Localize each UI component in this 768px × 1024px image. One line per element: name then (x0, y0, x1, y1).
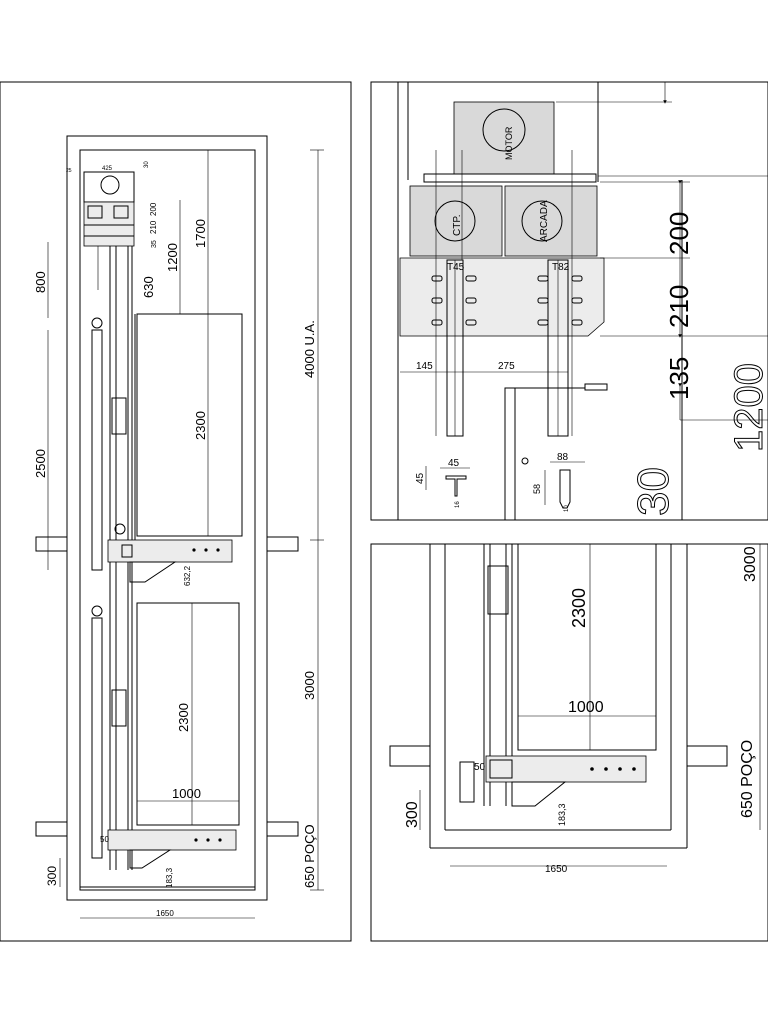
dim-25: 25 (66, 168, 72, 174)
dim-183: 183,3 (165, 867, 174, 888)
dim-425: 425 (102, 166, 113, 172)
motor-label: MOTOR (504, 126, 514, 160)
pit-detail-panel: 2300 3000 1000 50 300 183,3 650 POÇO 165… (370, 543, 768, 942)
dim-800: 800 (33, 271, 48, 293)
dim-1000-pit: 1000 (568, 699, 604, 716)
rail-bracket-plate (399, 257, 605, 337)
dim-88: 88 (557, 452, 569, 463)
dim-4000-ua: 4000 U.A. (302, 320, 317, 378)
dim-650-poco-pit: 650 POÇO (739, 740, 756, 818)
machine-room-detail-panel: MOTOR CTP. ARCADA T45 T82 (370, 81, 768, 521)
dim-2300-upper: 2300 (193, 411, 208, 440)
car-upper (136, 313, 243, 537)
dim-200-right: 200 (664, 212, 694, 255)
dim-3000-pit: 3000 (742, 546, 759, 582)
car-bracket-upper (107, 539, 233, 583)
dim-1200-right: 1200 (727, 363, 768, 452)
dim-35: 35 (151, 240, 158, 248)
dim-3000: 3000 (302, 671, 317, 700)
dim-630: 630 (141, 276, 156, 298)
shaft-inner-wall (79, 149, 256, 891)
dim-650-poco: 650 POÇO (302, 824, 317, 888)
dim-135-right: 135 (664, 357, 694, 400)
machine-block (83, 171, 135, 247)
dim-30: 30 (144, 161, 150, 168)
car-pit-view (517, 543, 657, 751)
t45-label: T45 (447, 262, 465, 273)
dim-300-pit: 300 (404, 801, 421, 828)
dim-50-pit: 50 (474, 762, 486, 773)
dim-1000: 1000 (172, 786, 201, 801)
bolt-slots (431, 275, 583, 326)
top-right-panel-frame (370, 81, 768, 521)
arcada-box: ARCADA (504, 185, 598, 257)
counterweight-lower (91, 617, 103, 859)
shaft-outer-wall (66, 135, 268, 901)
left-elevation-panel: 425 30 25 200 210 35 1700 1200 630 800 4… (0, 81, 352, 942)
dim-50: 50 (100, 835, 109, 844)
counterweight-upper (91, 329, 103, 571)
rail-profile-t45: 45 45 16 (415, 458, 470, 508)
dim-210-right: 210 (664, 285, 694, 328)
dim-183-pit: 183,3 (557, 803, 567, 826)
dim-10: 10 (564, 505, 570, 512)
dim-300: 300 (45, 866, 59, 886)
car-lower (136, 602, 240, 826)
ctp-box: CTP. (409, 185, 503, 257)
dim-16: 16 (455, 501, 461, 508)
dim-58: 58 (532, 484, 542, 494)
dim-200: 200 (149, 202, 158, 216)
dim-1650: 1650 (156, 909, 174, 918)
left-panel-frame (0, 81, 352, 942)
dim-1700: 1700 (193, 219, 208, 248)
dim-2300-lower: 2300 (176, 703, 191, 732)
dim-30-right: 30 (629, 467, 678, 516)
ctp-label: CTP. (452, 215, 463, 237)
dim-210: 210 (149, 220, 158, 234)
car-bracket-lower (107, 829, 237, 869)
dim-632: 632,2 (183, 565, 192, 586)
arcada-label: ARCADA (539, 200, 550, 242)
t82-label: T82 (552, 262, 570, 273)
dim-2500: 2500 (33, 449, 48, 478)
dim-1200: 1200 (165, 243, 180, 272)
car-bracket-pit (485, 755, 647, 807)
dim-2300-pit: 2300 (569, 588, 589, 628)
dim-1650-pit: 1650 (545, 864, 568, 875)
rail-profile-t82: 88 58 10 (532, 452, 585, 512)
dim-275: 275 (498, 361, 515, 372)
dim-45-vertical: 45 (415, 472, 426, 484)
dim-145: 145 (416, 361, 433, 372)
dim-45-horizontal: 45 (448, 458, 460, 469)
motor-unit: MOTOR (423, 101, 597, 183)
